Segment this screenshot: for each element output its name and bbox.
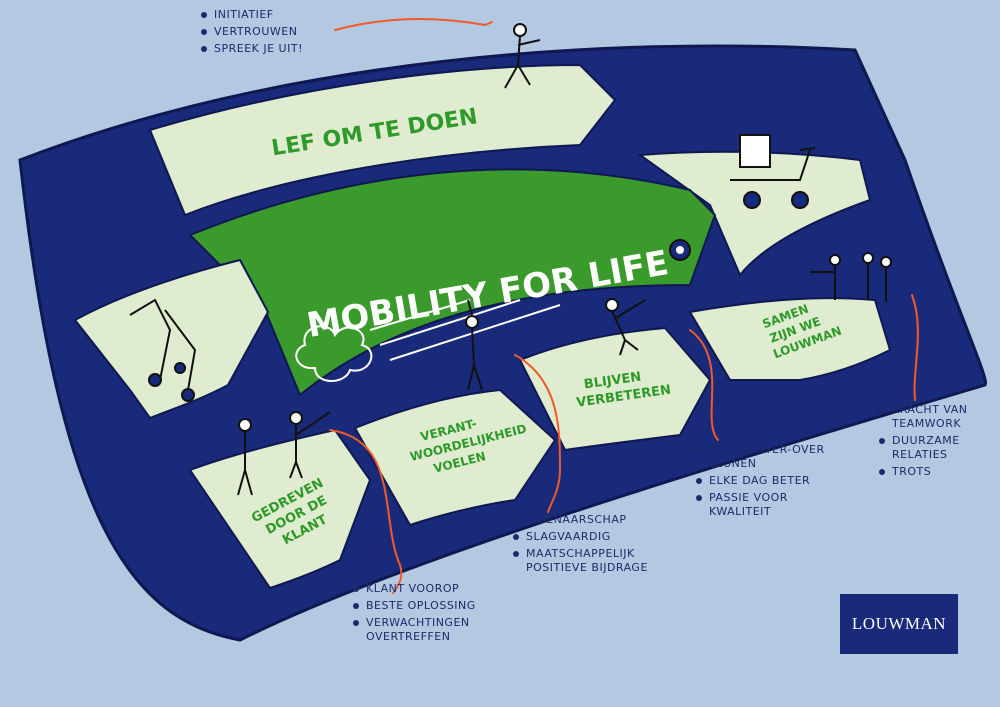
list-item: NIET ACHTER-OVER LEUNEN — [695, 443, 825, 471]
brand-logo: LOUWMAN — [840, 594, 958, 654]
list-item: KLANT VOOROP — [352, 582, 482, 596]
list-item: KRACHT VAN TEAMWORK — [878, 403, 978, 431]
list-item: SLAGVAARDIG — [512, 530, 652, 544]
brand-name: LOUWMAN — [851, 614, 947, 633]
connector-values — [334, 18, 493, 31]
list-item: ELKE DAG BETER — [695, 474, 825, 488]
stair-3-list: NIET ACHTER-OVER LEUNEN ELKE DAG BETER P… — [695, 443, 825, 522]
stair-2-list: EIGENAARSCHAP SLAGVAARDIG MAATSCHAPPELIJ… — [512, 513, 652, 578]
list-item: VERWACHTINGEN OVERTREFFEN — [352, 616, 482, 644]
top-platform — [148, 63, 617, 217]
list-item: INITIATIEF — [200, 8, 303, 22]
step-4 — [688, 297, 892, 381]
left-side-platform — [73, 258, 270, 420]
connector-stair-3 — [689, 329, 719, 441]
list-item: SPREEK JE UIT! — [200, 42, 303, 56]
connector-stair-2 — [514, 354, 562, 513]
upper-right-platform — [637, 150, 872, 277]
list-item: EIGENAARSCHAP — [512, 513, 652, 527]
mobility-scooter-icon — [730, 134, 816, 209]
values-list: INITIATIEF VERTROUWEN SPREEK JE UIT! — [200, 8, 303, 59]
connector-stair-4 — [911, 294, 919, 401]
wheelchair-wheel-icon — [669, 239, 691, 261]
list-item: BESTE OPLOSSING — [352, 599, 482, 613]
stair-1-list: KLANT VOOROP BESTE OPLOSSING VERWACHTING… — [352, 582, 482, 647]
list-item: PASSIE VOOR KWALITEIT — [695, 491, 825, 519]
list-item: MAATSCHAPPELIJK POSITIEVE BIJDRAGE — [512, 547, 652, 575]
cloud-icon — [295, 299, 561, 382]
list-item: DUURZAME RELATIES — [878, 434, 978, 462]
stair-4-list: KRACHT VAN TEAMWORK DUURZAME RELATIES TR… — [878, 403, 978, 482]
connector-stair-1 — [329, 429, 403, 594]
rollator-icon — [129, 298, 197, 402]
list-item: TROTS — [878, 465, 978, 479]
step-3 — [518, 326, 712, 452]
mission-field — [188, 168, 717, 397]
person-icon — [237, 23, 892, 496]
list-item: VERTROUWEN — [200, 25, 303, 39]
step-2 — [353, 388, 557, 527]
